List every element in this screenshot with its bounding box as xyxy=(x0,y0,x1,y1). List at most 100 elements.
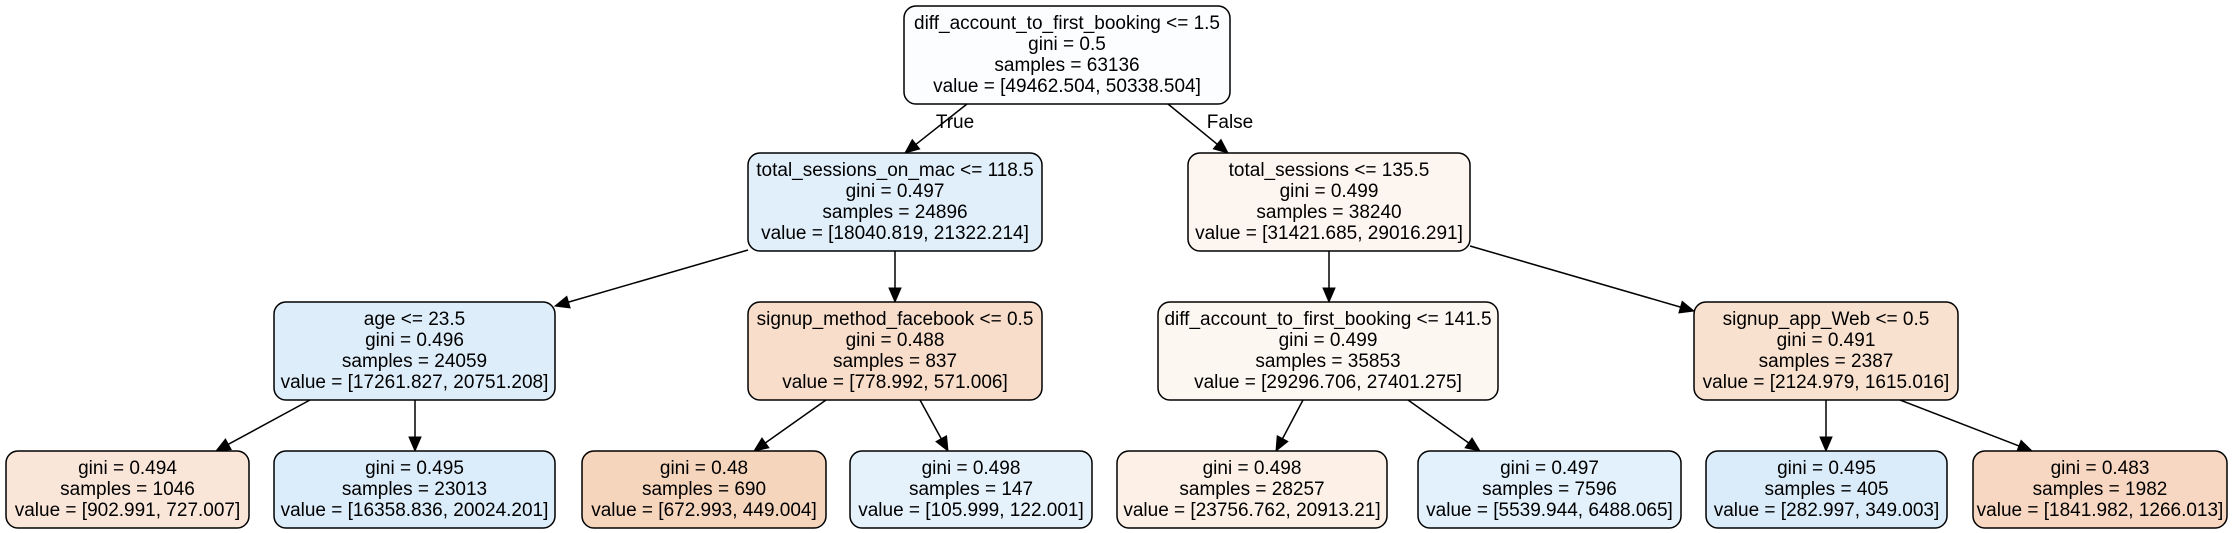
edge-line xyxy=(1407,399,1470,444)
edge-label: True xyxy=(936,112,974,133)
node-text-line: gini = 0.495 xyxy=(365,458,464,479)
node-box xyxy=(581,450,827,529)
node-text-line: total_sessions <= 135.5 xyxy=(1229,160,1430,181)
tree-edge xyxy=(408,400,422,453)
tree-edge xyxy=(1899,399,2034,453)
edge-arrowhead xyxy=(1212,138,1229,154)
node-box xyxy=(5,450,250,529)
node-text-line: value = [282.997, 349.003] xyxy=(1714,500,1940,521)
node-text-line: value = [31421.685, 29016.291] xyxy=(1195,223,1463,244)
node-text-line: samples = 63136 xyxy=(994,55,1139,76)
node-text-line: samples = 2387 xyxy=(1759,351,1894,372)
edge-arrowhead xyxy=(2016,439,2034,453)
edge-arrowhead xyxy=(1678,300,1696,314)
node-text-line: diff_account_to_first_booking <= 141.5 xyxy=(1164,309,1491,330)
tree-edge: False xyxy=(1167,103,1253,154)
node-box xyxy=(747,301,1043,401)
node-box xyxy=(1693,301,1959,401)
edge-arrowhead xyxy=(904,138,921,154)
node-text-line: gini = 0.497 xyxy=(846,181,945,202)
node-text-line: samples = 38240 xyxy=(1256,202,1401,223)
node-text-line: samples = 405 xyxy=(1764,479,1888,500)
node-text-line: gini = 0.499 xyxy=(1280,181,1379,202)
tree-edge xyxy=(919,399,949,453)
edge-line xyxy=(919,399,942,440)
node-text-line: signup_app_Web <= 0.5 xyxy=(1723,309,1930,330)
tree-edge xyxy=(553,249,749,309)
node-text-line: value = [23756.762, 20913.21] xyxy=(1123,500,1380,521)
node-box xyxy=(1187,152,1471,252)
node-box xyxy=(1157,301,1499,401)
node-box xyxy=(1417,450,1682,529)
edge-arrowhead xyxy=(1464,437,1482,452)
edge-line xyxy=(1469,245,1681,308)
node-text-line: total_sessions_on_mac <= 118.5 xyxy=(756,160,1033,181)
tree-edge xyxy=(1469,245,1696,314)
tree-edge xyxy=(1819,400,1833,453)
edge-line xyxy=(1167,103,1218,145)
node-text-line: gini = 0.496 xyxy=(365,330,464,351)
tree-edge xyxy=(888,251,902,304)
node-text-line: gini = 0.495 xyxy=(1777,458,1876,479)
node-text-line: samples = 1982 xyxy=(2033,479,2168,500)
edge-arrowhead xyxy=(214,438,232,452)
edge-line xyxy=(915,103,968,145)
edge-line xyxy=(1281,399,1304,439)
node-box xyxy=(273,450,556,529)
tree-node: diff_account_to_first_booking <= 141.5gi… xyxy=(1157,301,1499,401)
node-text-line: samples = 1046 xyxy=(60,479,195,500)
node-text-line: gini = 0.483 xyxy=(2051,458,2150,479)
node-text-line: samples = 23013 xyxy=(342,479,487,500)
node-text-line: value = [17261.827, 20751.208] xyxy=(281,372,549,393)
node-box xyxy=(1705,450,1948,529)
edge-arrowhead xyxy=(888,287,902,304)
node-text-line: samples = 837 xyxy=(833,351,957,372)
tree-edge xyxy=(1407,399,1482,452)
edge-arrowhead xyxy=(553,295,571,309)
edge-arrowhead xyxy=(935,435,949,453)
tree-edge xyxy=(214,399,311,452)
tree-node: diff_account_to_first_booking <= 1.5gini… xyxy=(903,5,1231,105)
node-box xyxy=(849,450,1093,529)
edge-line xyxy=(1899,399,2020,447)
node-text-line: gini = 0.498 xyxy=(922,458,1021,479)
edge-arrowhead xyxy=(752,437,770,452)
edge-arrowhead xyxy=(1322,287,1336,304)
node-text-line: gini = 0.498 xyxy=(1203,458,1302,479)
node-text-line: samples = 35853 xyxy=(1255,351,1400,372)
node-box xyxy=(903,5,1231,105)
tree-edges: True False xyxy=(214,103,2034,453)
edge-arrowhead xyxy=(1275,435,1289,453)
edge-arrowhead xyxy=(1819,436,1833,453)
edge-line xyxy=(764,399,827,444)
node-text-line: value = [2124.979, 1615.016] xyxy=(1703,372,1950,393)
node-text-line: gini = 0.5 xyxy=(1028,34,1106,55)
node-text-line: gini = 0.491 xyxy=(1777,330,1876,351)
node-text-line: samples = 147 xyxy=(909,479,1033,500)
tree-edge xyxy=(1322,251,1336,304)
node-text-line: gini = 0.488 xyxy=(846,330,945,351)
tree-edge xyxy=(752,399,827,452)
node-text-line: value = [1841.982, 1266.013] xyxy=(1977,500,2224,521)
node-box xyxy=(747,152,1043,252)
node-text-line: samples = 24059 xyxy=(342,351,487,372)
node-text-line: signup_method_facebook <= 0.5 xyxy=(757,309,1034,330)
node-box xyxy=(1972,450,2228,529)
node-text-line: samples = 690 xyxy=(642,479,766,500)
tree-edge xyxy=(1275,399,1304,453)
node-text-line: value = [18040.819, 21322.214] xyxy=(761,223,1029,244)
node-text-line: diff_account_to_first_booking <= 1.5 xyxy=(914,13,1220,34)
node-text-line: value = [49462.504, 50338.504] xyxy=(933,76,1201,97)
tree-nodes: diff_account_to_first_booking <= 1.5gini… xyxy=(5,5,2228,529)
node-text-line: samples = 24896 xyxy=(822,202,967,223)
node-text-line: value = [778.992, 571.006] xyxy=(782,372,1008,393)
